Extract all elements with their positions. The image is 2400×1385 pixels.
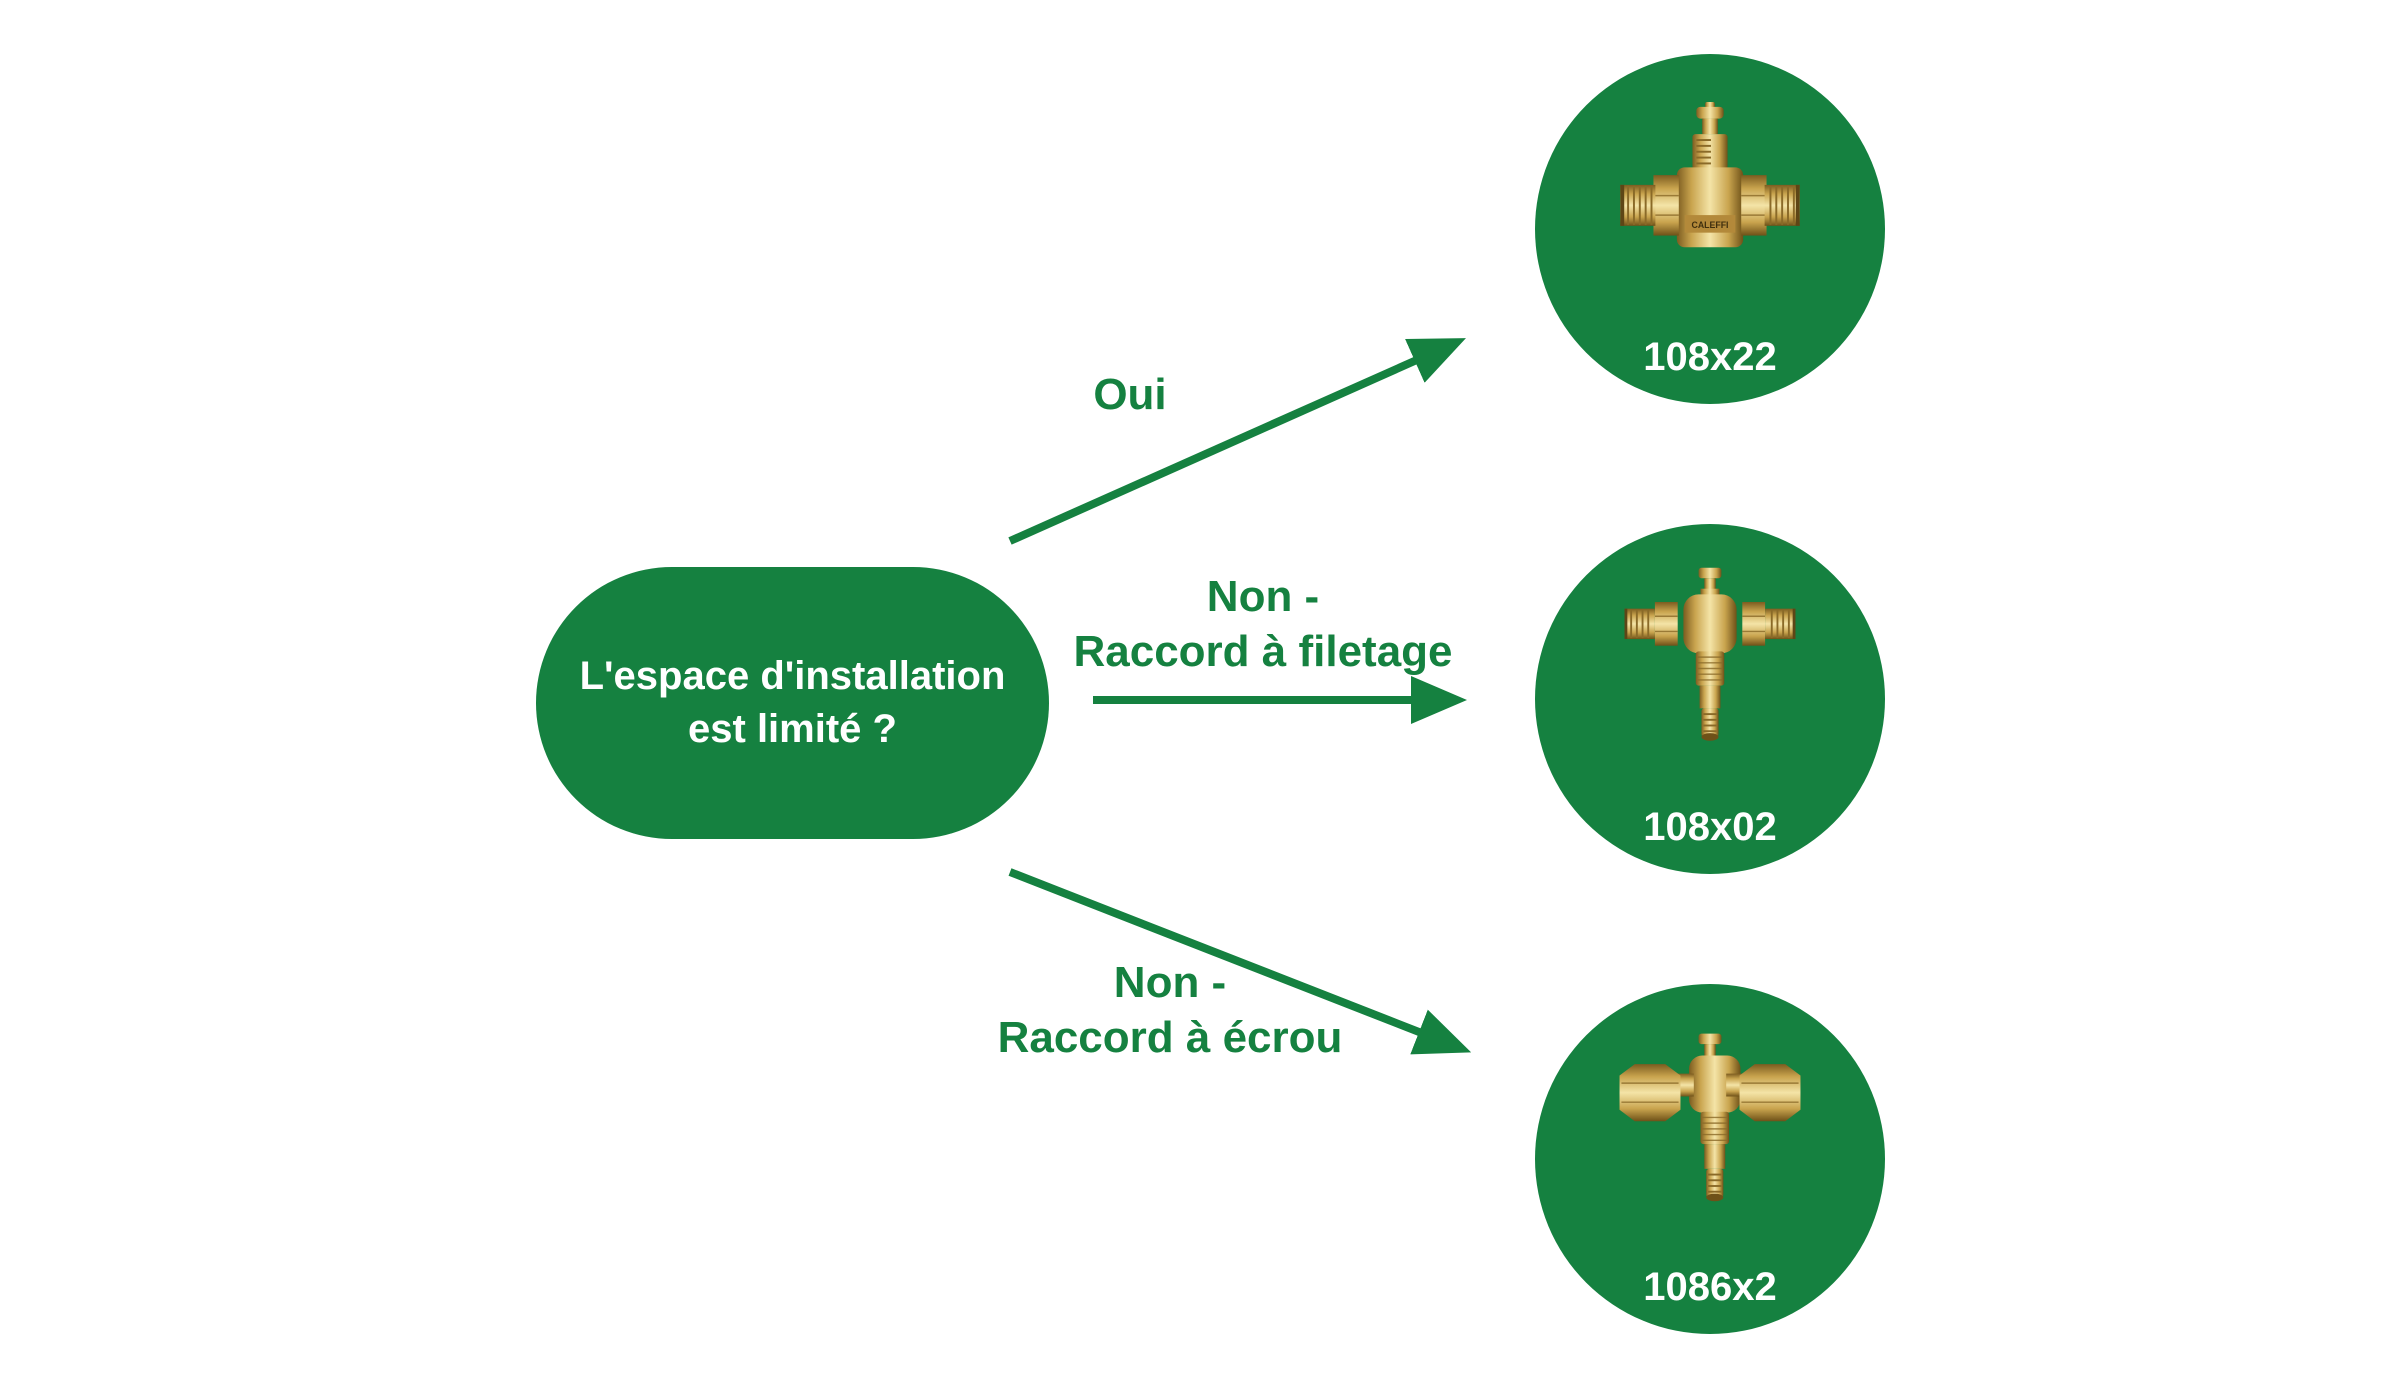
- product-code-108x02: 108x02: [1643, 805, 1777, 849]
- product-node-108x02: 108x02: [1535, 524, 1885, 874]
- svg-text:CALEFFI: CALEFFI: [1691, 220, 1728, 230]
- product-node-1086x2: 1086x2: [1535, 984, 1885, 1334]
- product-code-1086x2: 1086x2: [1643, 1265, 1777, 1309]
- product-image-1086x2-valve-icon: [1619, 1033, 1801, 1202]
- product-image-108x02-valve-icon: [1624, 567, 1796, 741]
- product-node-108x22: CALEFFI 108x22: [1535, 54, 1885, 404]
- branch-label-non-raccord-ecrou: Non - Raccord à écrou: [997, 958, 1343, 1062]
- question-text: L'espace d'installation est limité ?: [579, 654, 1006, 751]
- product-image-108x22-valve-icon: CALEFFI: [1620, 102, 1800, 248]
- branch-label-non-raccord-filetage: Non - Raccord à filetage: [1073, 572, 1453, 676]
- question-node: L'espace d'installation est limité ?: [536, 567, 1049, 839]
- product-code-108x22: 108x22: [1643, 335, 1777, 379]
- branch-label-oui: Oui: [1093, 370, 1167, 419]
